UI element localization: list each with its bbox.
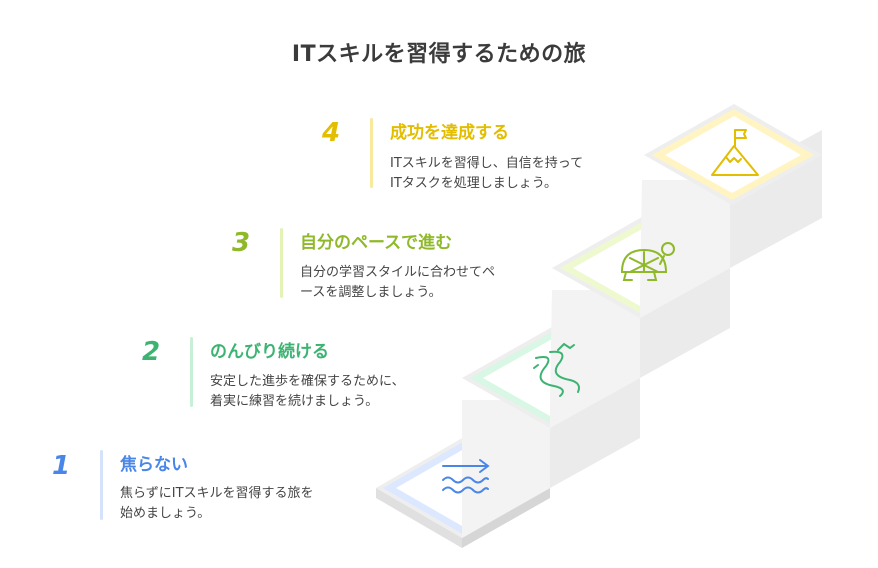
step-2-number: 2 [142, 337, 161, 367]
step-2-description: 安定した進歩を確保するために、 着実に練習を続けましょう。 [210, 374, 405, 409]
page-title: ITスキルを習得するための旅 [291, 42, 587, 67]
step-3-divider [280, 228, 283, 298]
step-4-block [644, 104, 822, 205]
step-4-heading: 成功を達成する [390, 123, 509, 143]
step-2-divider [190, 337, 193, 407]
step-4-description: ITスキルを習得し、自信を持って ITタスクを処理しましょう。 [390, 156, 584, 191]
turtle-icon [620, 242, 675, 281]
step-1-heading: 焦らない [120, 455, 188, 475]
step-2-heading: のんびり続ける [210, 342, 329, 362]
step-1-description: 焦らずにITスキルを習得する旅を 始めましょう。 [120, 486, 314, 521]
water-waves-arrow-icon [442, 459, 490, 494]
step-3-number: 3 [232, 228, 251, 258]
step-3-description: 自分の学習スタイルに合わせてペ ースを調整しましょう。 [300, 265, 496, 300]
riser-front-3 [640, 180, 730, 318]
step-4-number: 4 [322, 118, 341, 148]
step-4-divider [370, 118, 373, 188]
winding-road-icon [533, 342, 580, 397]
step-3-heading: 自分のペースで進む [300, 233, 453, 253]
riser-front-1 [462, 400, 550, 538]
riser-front-2 [550, 290, 640, 428]
step-1-number: 1 [52, 451, 71, 481]
mountain-flag-icon [711, 129, 759, 176]
step-1-divider [100, 450, 103, 520]
